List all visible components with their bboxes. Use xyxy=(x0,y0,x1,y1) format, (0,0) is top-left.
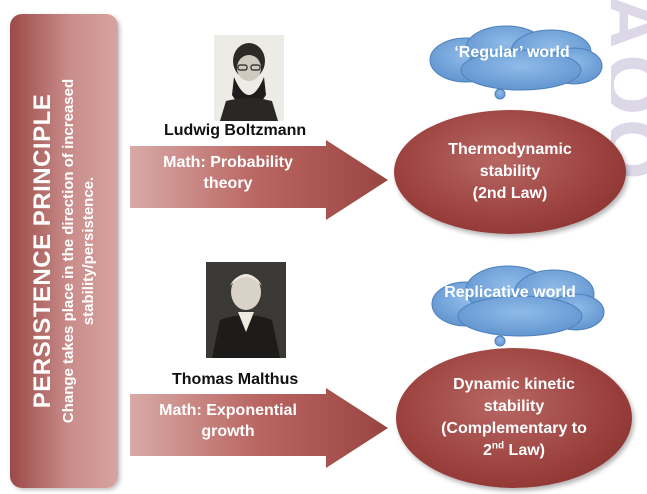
oval2-line4: 2nd Law) xyxy=(482,440,545,459)
oval2-line1: Dynamic kinetic xyxy=(453,376,575,393)
malthus-portrait xyxy=(206,262,286,358)
persistence-principle-panel: PERSISTENCE PRINCIPLE Change takes place… xyxy=(10,14,118,488)
dynamic-kinetic-stability-oval: Dynamic kinetic stability (Complementary… xyxy=(396,348,632,488)
oval1-line2: stability xyxy=(479,163,541,180)
probability-arrow xyxy=(130,140,388,220)
replicative-world-cloud xyxy=(431,265,605,347)
regular-world-cloud xyxy=(429,25,603,100)
replicative-world-label: Replicative world xyxy=(444,284,576,301)
malthus-name: Thomas Malthus xyxy=(168,371,303,389)
arrow-label-probability: Math: Probability theory xyxy=(163,154,293,192)
panel-title: PERSISTENCE PRINCIPLE xyxy=(29,93,56,409)
boltzmann-portrait xyxy=(214,35,284,121)
panel-subtitle: Change takes place in the direction of i… xyxy=(60,78,97,424)
regular-world-label: ‘Regular’ world xyxy=(454,44,570,61)
oval1-line1: Thermodynamic xyxy=(448,141,572,158)
exponential-arrow xyxy=(130,388,388,468)
oval2-line3: (Complementary to xyxy=(441,420,587,437)
boltzmann-name: Ludwig Boltzmann xyxy=(160,122,311,140)
oval2-line2: stability xyxy=(483,398,545,415)
thermodynamic-stability-oval: Thermodynamic stability (2nd Law) xyxy=(394,110,626,234)
oval1-line3: (2nd Law) xyxy=(472,185,548,202)
arrow-label-exponential: Math: Exponential growth xyxy=(159,402,297,440)
